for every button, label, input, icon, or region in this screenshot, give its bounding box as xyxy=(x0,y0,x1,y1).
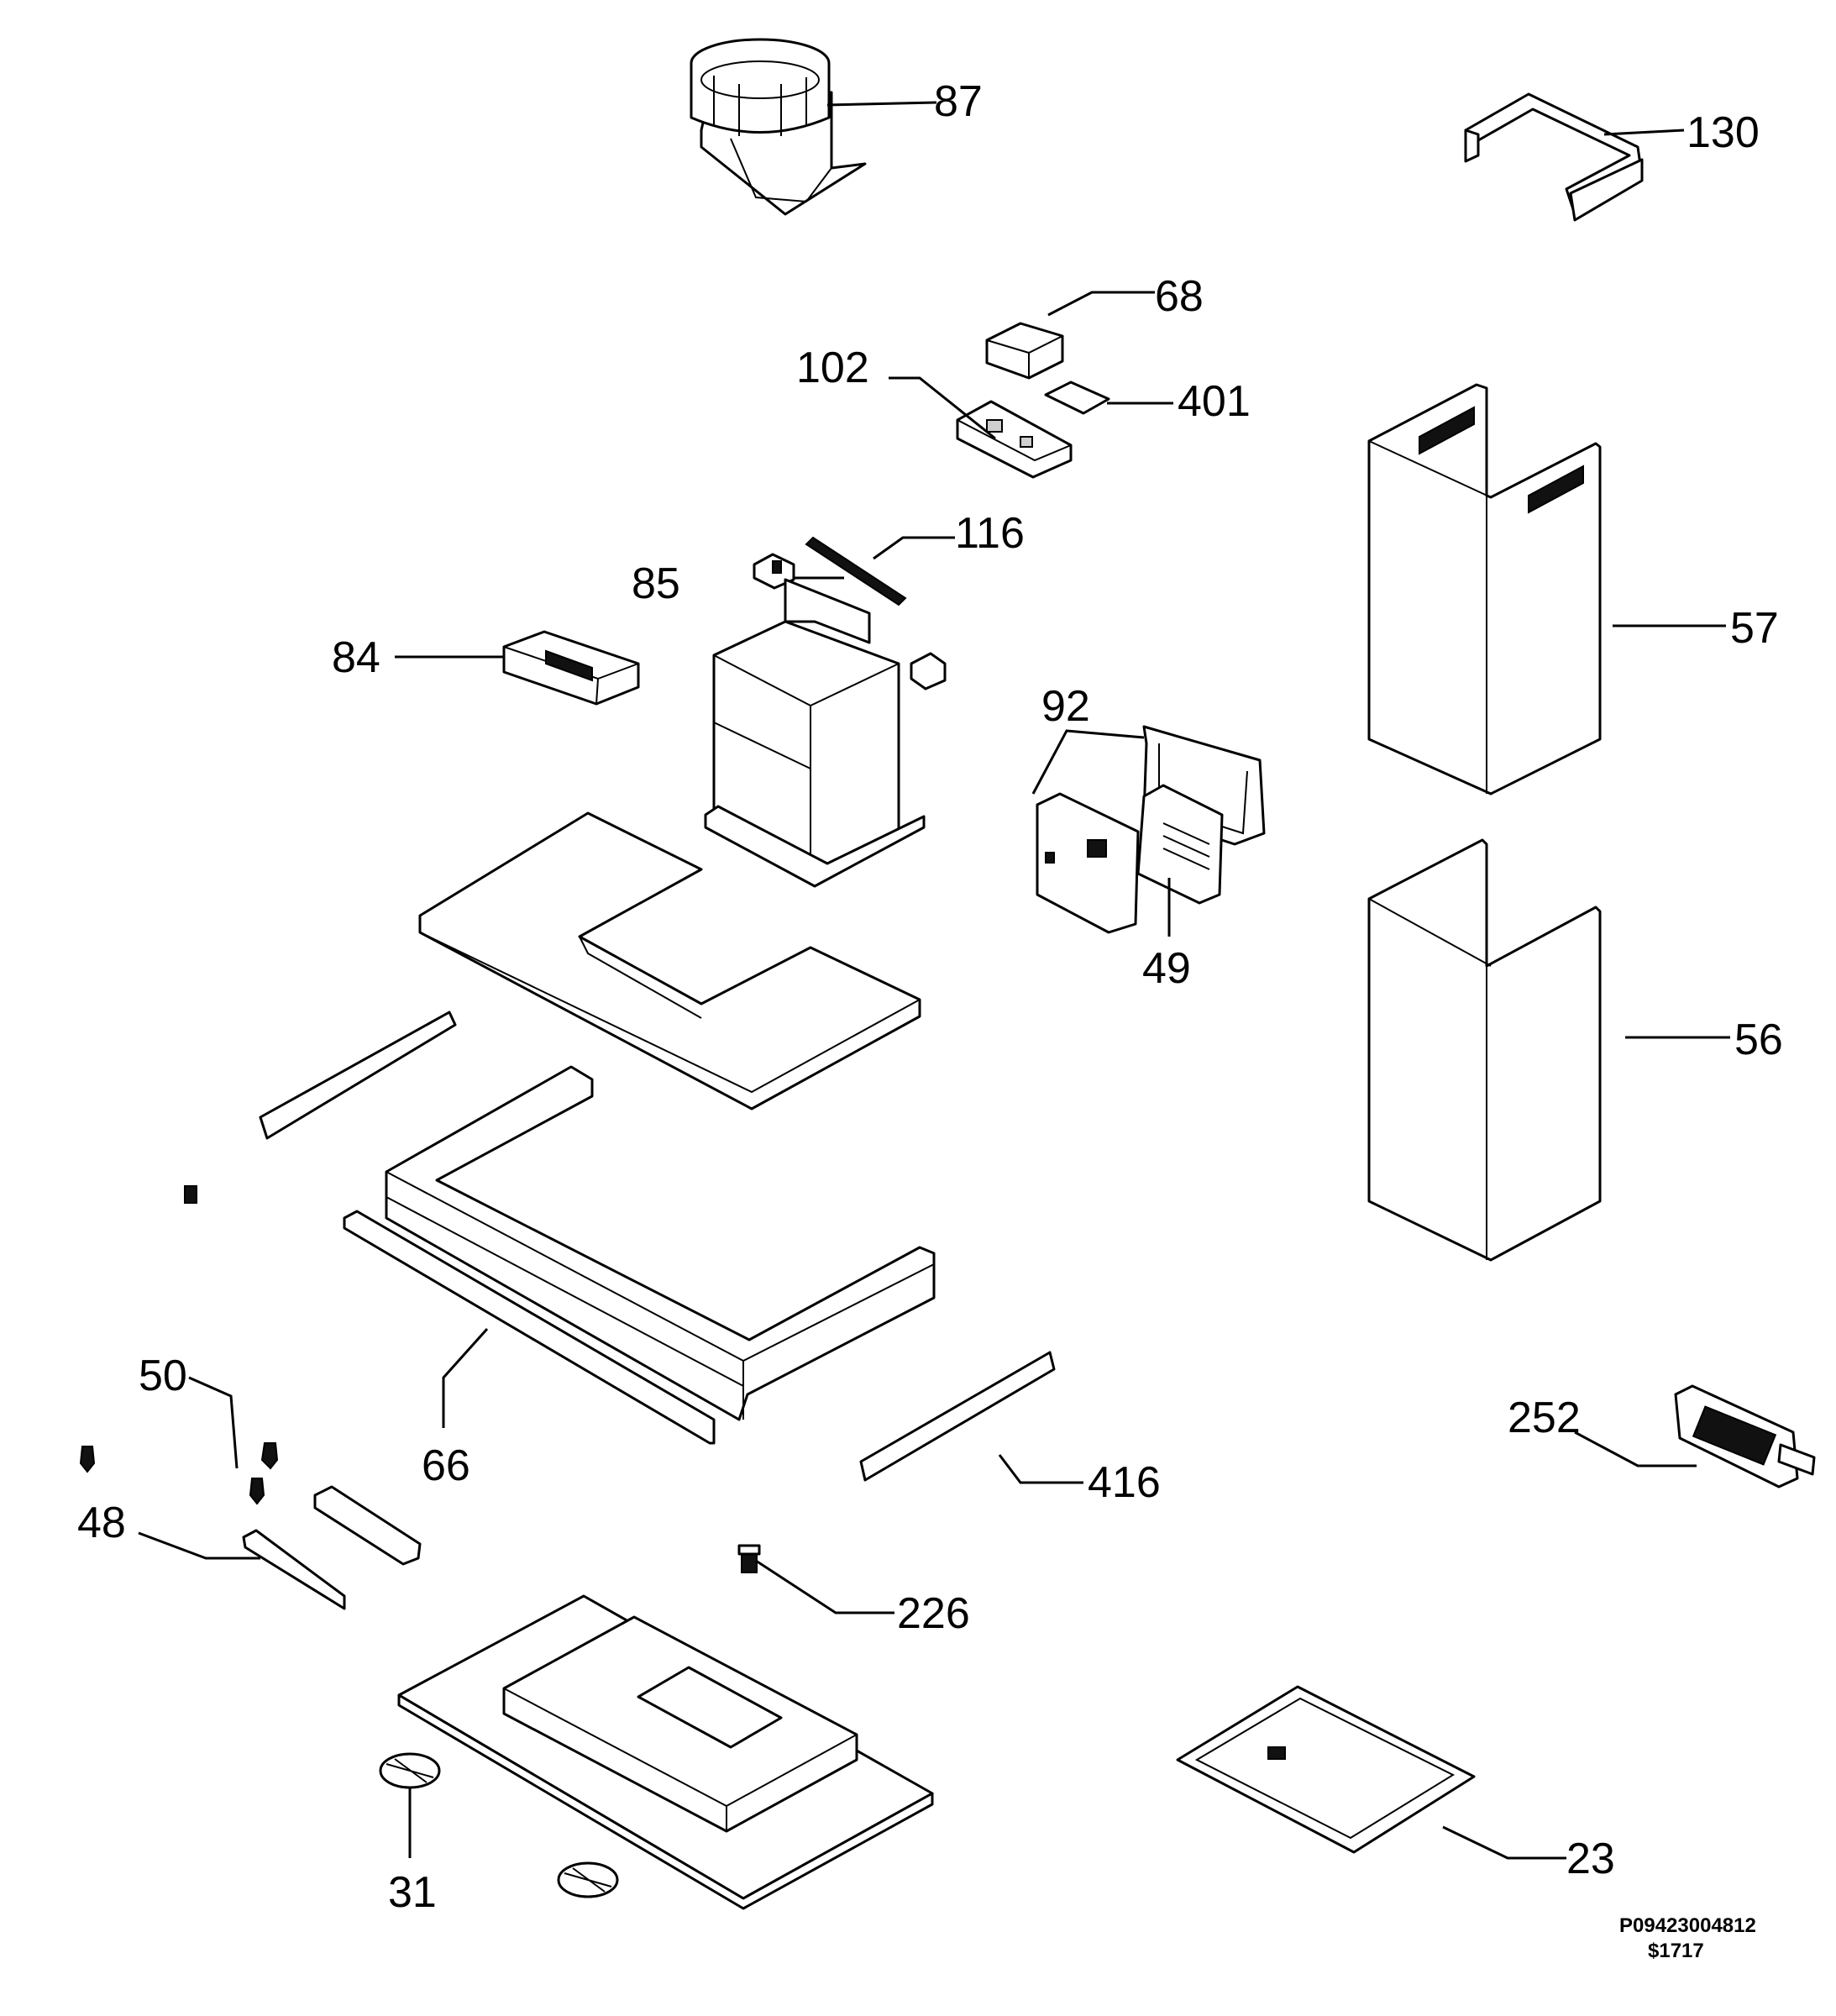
part-31-knob xyxy=(379,1752,619,1898)
side-rail-left xyxy=(259,1011,457,1140)
part-57-upper-chimney xyxy=(1367,383,1602,795)
callout-226: 226 xyxy=(897,1589,970,1638)
motor-housing xyxy=(704,578,947,888)
callout-401: 401 xyxy=(1178,377,1251,426)
callout-56: 56 xyxy=(1734,1016,1783,1064)
part-226-fastener xyxy=(737,1544,761,1573)
callout-labels: 87 130 68 102 401 116 85 84 92 57 49 56 … xyxy=(77,77,1783,1917)
callout-31: 31 xyxy=(388,1868,437,1917)
callout-49: 49 xyxy=(1142,944,1191,993)
callout-68: 68 xyxy=(1155,272,1204,321)
part-87-duct-collar xyxy=(690,38,867,216)
callout-50: 50 xyxy=(139,1352,187,1400)
part-68-control-box xyxy=(985,322,1064,380)
callout-92: 92 xyxy=(1041,682,1090,731)
part-401-insulation-plate xyxy=(1044,381,1110,415)
drawing-footer: P09423004812 $1717 xyxy=(1619,1914,1756,1962)
part-23-grease-filter xyxy=(1176,1685,1476,1854)
part-56-lower-chimney xyxy=(1367,838,1602,1262)
part-416-strip xyxy=(859,1351,1056,1482)
part-84-filter-cartridge xyxy=(502,630,640,706)
callout-84: 84 xyxy=(332,633,380,682)
callout-66: 66 xyxy=(422,1441,470,1490)
part-50-screws xyxy=(79,1442,279,1505)
part-102-switch-bracket xyxy=(956,400,1073,479)
callout-23: 23 xyxy=(1566,1835,1615,1883)
callout-416: 416 xyxy=(1088,1458,1161,1507)
callout-87: 87 xyxy=(934,77,983,126)
hood-canopy xyxy=(397,1594,934,1910)
part-66-u-frame xyxy=(385,1065,936,1421)
part-116-rail xyxy=(805,536,907,606)
callout-116: 116 xyxy=(955,509,1025,558)
front-strip xyxy=(343,1210,716,1445)
part-252-lamp-unit xyxy=(1674,1384,1816,1488)
part-130-top-bracket xyxy=(1464,92,1644,222)
callout-130: 130 xyxy=(1686,108,1760,157)
hinge-bracket xyxy=(242,1485,422,1610)
callout-85: 85 xyxy=(632,559,680,608)
part-92-electronics-housing xyxy=(1036,725,1266,934)
small-clip-left xyxy=(184,1185,197,1204)
drawing-code: P09423004812 xyxy=(1619,1914,1756,1937)
callout-102: 102 xyxy=(796,344,869,392)
callout-48: 48 xyxy=(77,1499,126,1547)
leader-lines xyxy=(138,101,1730,1860)
callout-252: 252 xyxy=(1508,1394,1581,1442)
sheet-code: $1717 xyxy=(1648,1940,1704,1962)
part-85-clip xyxy=(753,553,795,590)
top-cover-plate xyxy=(418,811,921,1110)
callout-57: 57 xyxy=(1730,604,1779,653)
